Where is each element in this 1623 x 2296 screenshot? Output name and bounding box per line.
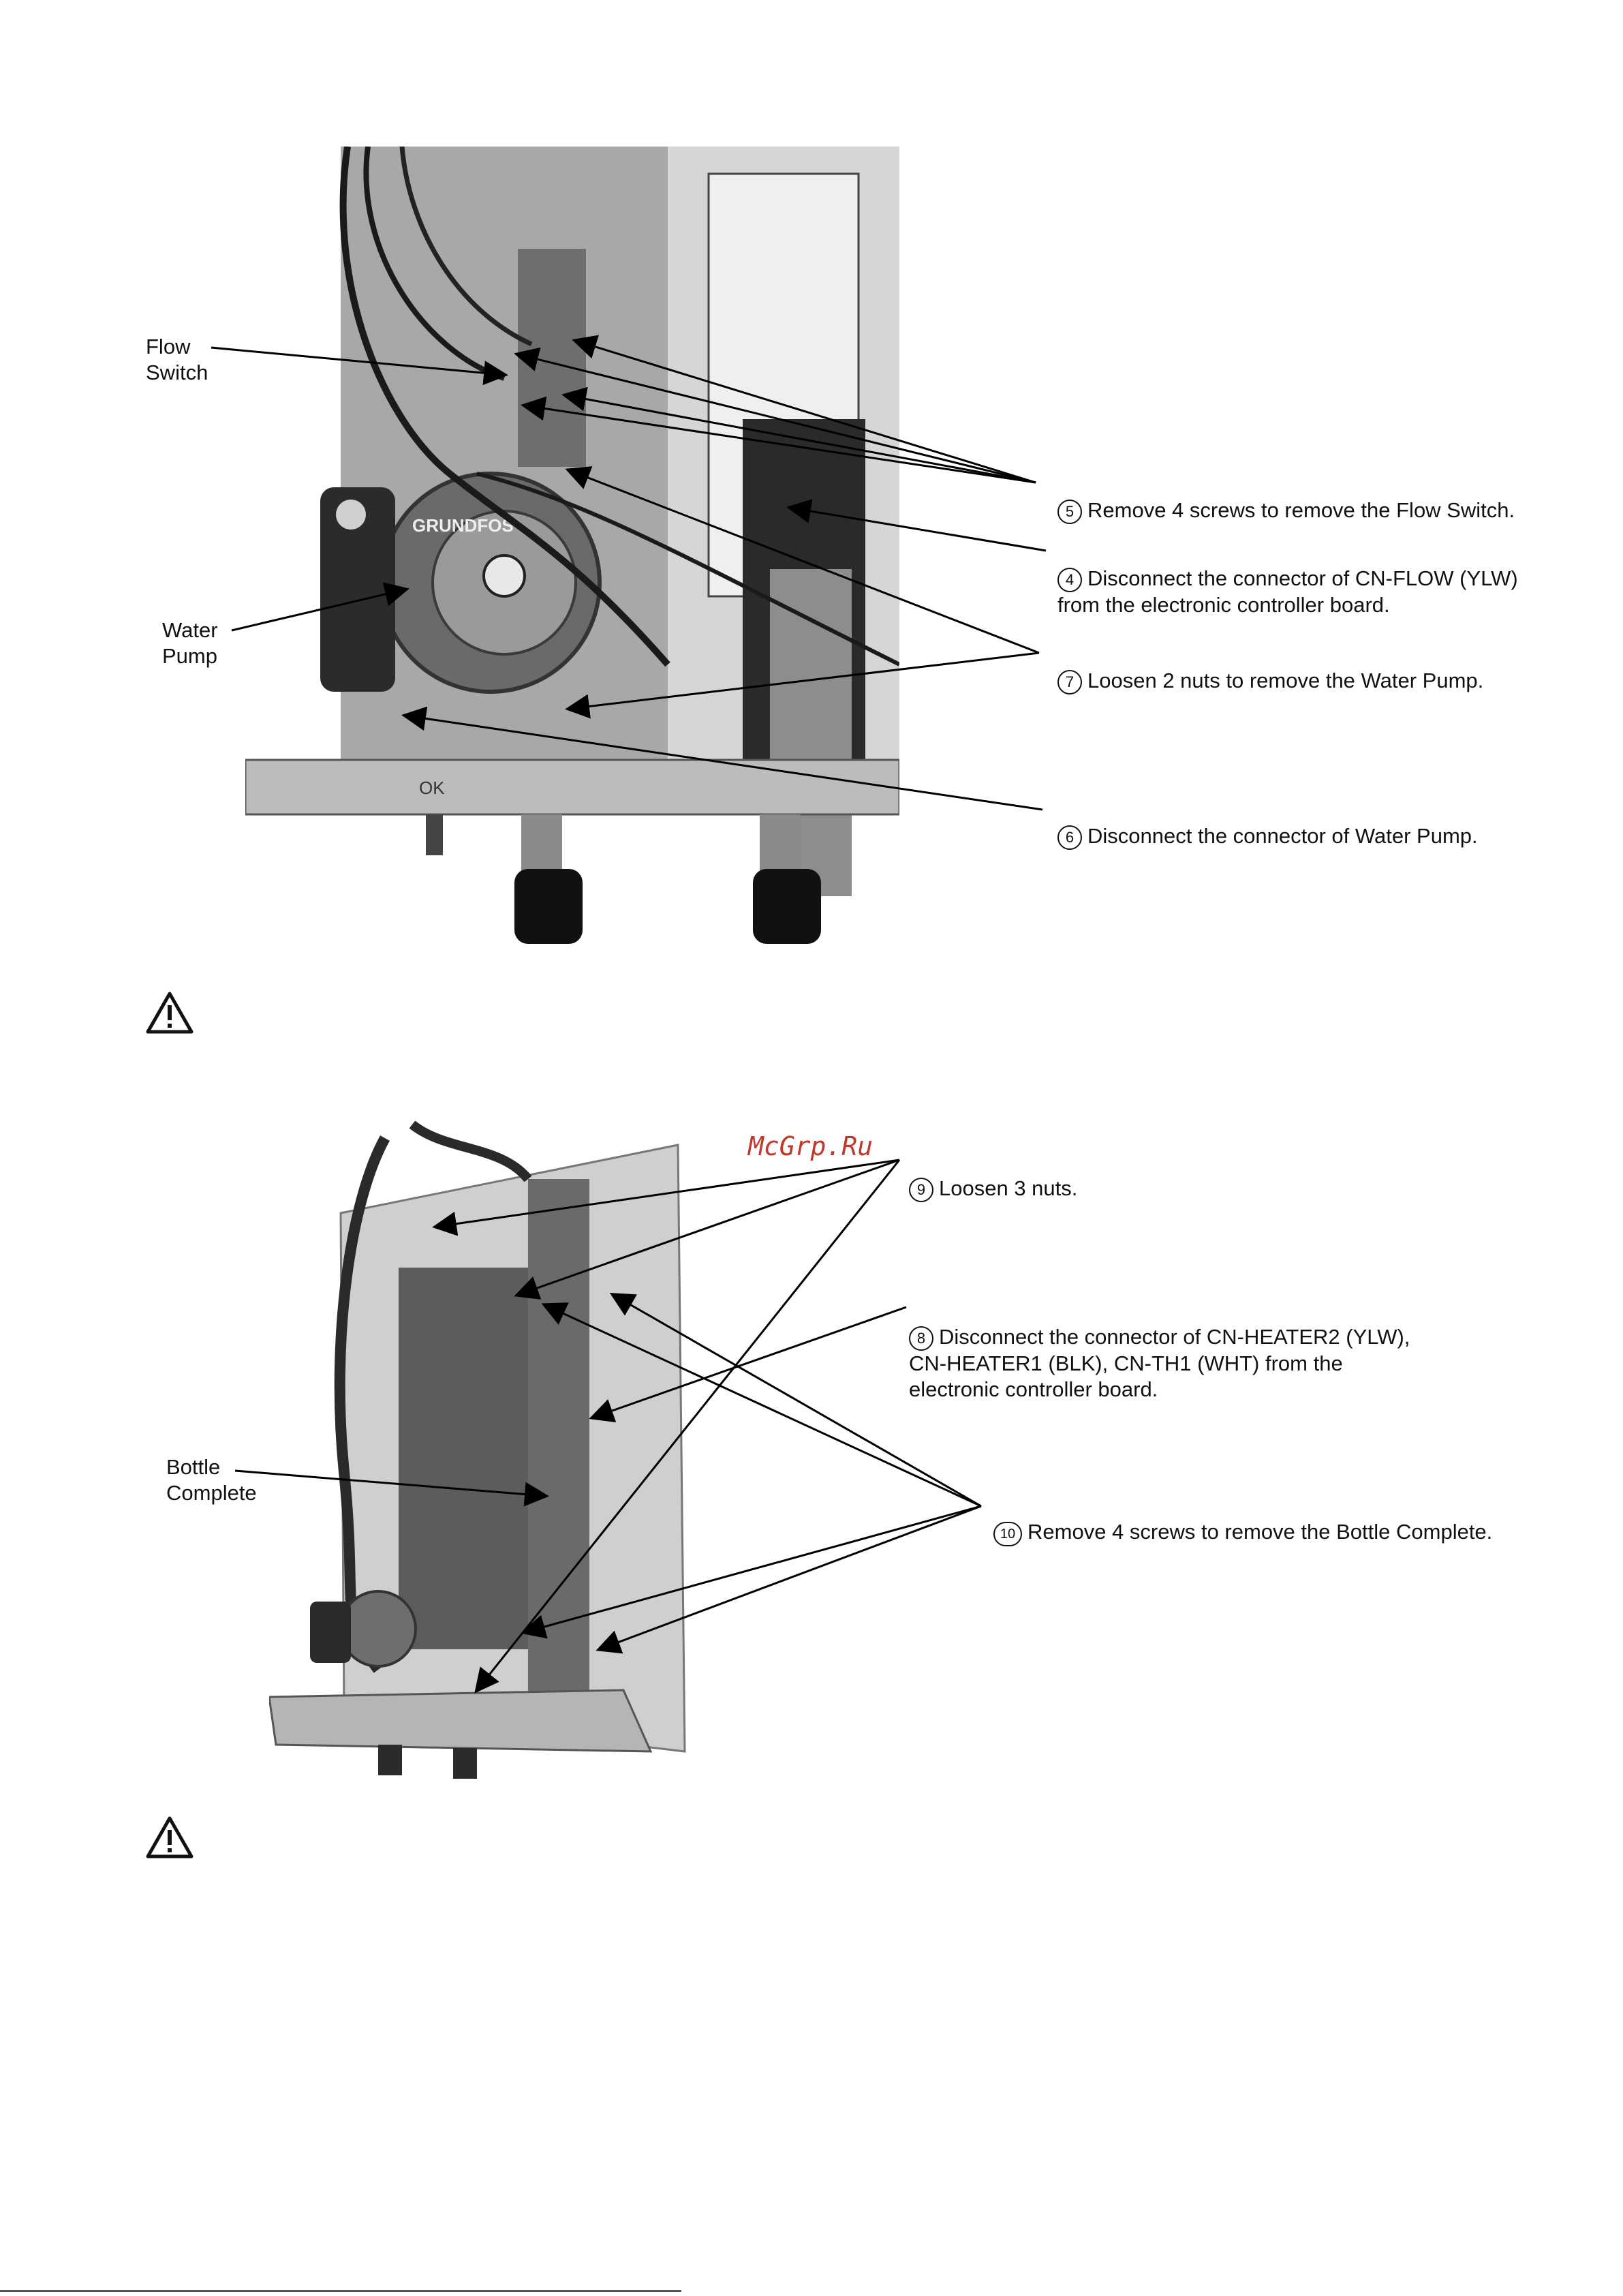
step-text: Remove 4 screws to remove the Bottle Com… [1027,1520,1493,1544]
pump-brand-text: GRUNDFOS [412,515,514,536]
step-text: Loosen 2 nuts to remove the Water Pump. [1087,669,1484,692]
warning-triangle-icon [146,1816,194,1858]
step-text: Disconnect the connector of CN-HEATER2 (… [909,1325,1410,1401]
step-text: Remove 4 screws to remove the Flow Switc… [1087,498,1515,522]
step-number: 8 [909,1326,933,1351]
step-text: Disconnect the connector of Water Pump. [1087,824,1478,848]
step-number: 10 [993,1522,1022,1546]
step-number: 7 [1057,670,1082,694]
bottle-complete-label: Bottle Complete [166,1455,257,1505]
step-number: 6 [1057,825,1082,850]
step-number: 4 [1057,568,1082,592]
step-number: 5 [1057,500,1082,524]
photo-pump-drawing: GRUNDFOS OK [245,147,899,954]
photo-bottle-drawing [269,1097,692,1779]
step-text: Disconnect the connector of CN-FLOW (YLW… [1057,566,1518,617]
photo-bottle-assembly [269,1097,692,1779]
water-pump-label: Water Pump [162,618,218,668]
photo-pump-assembly: GRUNDFOS OK [245,147,899,954]
flow-switch-label: Flow Switch [146,335,208,384]
step-number: 9 [909,1178,933,1202]
step-text: Loosen 3 nuts. [939,1176,1078,1200]
base-mark-text: OK [419,778,445,798]
footer-rule [0,2290,681,2292]
warning-triangle-icon [146,992,194,1034]
watermark-text: McGrp.Ru [748,1131,874,1161]
